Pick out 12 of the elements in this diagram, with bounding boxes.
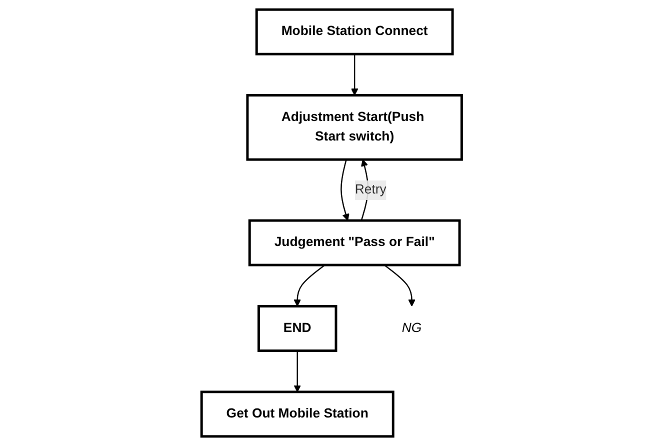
- arrow: [340, 158, 350, 220]
- arrow: [294, 264, 326, 306]
- edge-label: Retry: [354, 182, 386, 196]
- arrow: [350, 54, 358, 96]
- arrow: [384, 264, 416, 306]
- node-box: END: [257, 304, 338, 352]
- node-box: Get Out Mobile Station: [200, 390, 394, 438]
- node-box: Mobile Station Connect: [255, 8, 454, 55]
- node-text: NG: [402, 320, 422, 335]
- node-box: Adjustment Start(Push Start switch): [246, 94, 463, 160]
- arrow: [294, 350, 301, 392]
- node-box: Judgement "Pass or Fail": [248, 218, 461, 266]
